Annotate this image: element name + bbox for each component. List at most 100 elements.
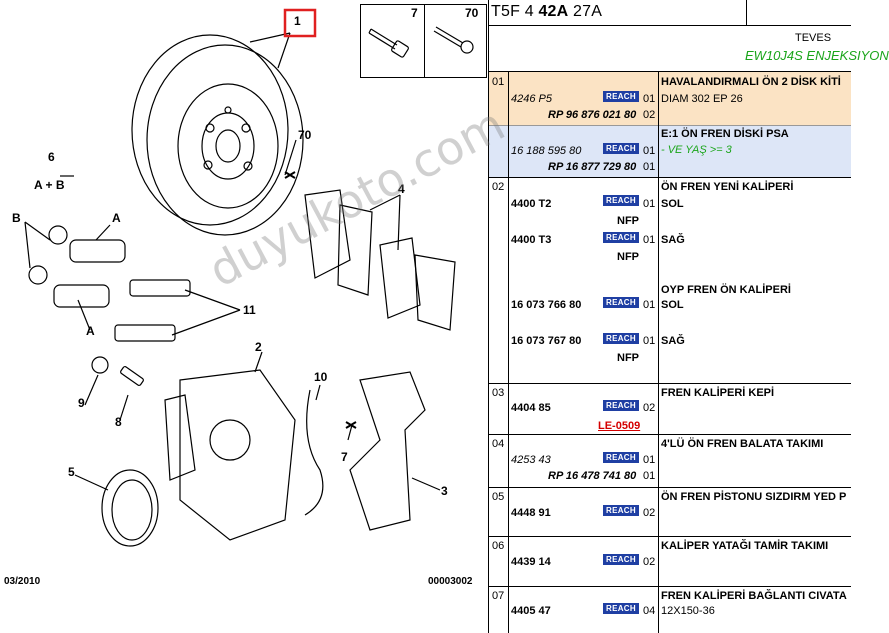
brake-pad-3: [379, 237, 421, 319]
part-qty: 02: [643, 402, 656, 414]
callout-a1: A: [112, 211, 121, 225]
part-code[interactable]: 4404 85: [511, 402, 551, 414]
diagram-code: 00003002: [428, 576, 473, 587]
part-qty: 01: [643, 454, 656, 466]
le-link[interactable]: LE-0509: [598, 420, 641, 432]
brake-disc-outer: [131, 34, 289, 226]
part-rp-ref[interactable]: RP 96 876 021 80: [548, 109, 637, 121]
group-05: 05: [492, 491, 505, 503]
bleeder-screw: [120, 366, 144, 386]
callout-2[interactable]: 2: [255, 340, 262, 354]
part-code[interactable]: 4400 T2: [511, 198, 552, 210]
parts-header: T5F 4 42A 27A: [489, 0, 851, 26]
part-desc: FREN KALİPERİ BAĞLANTI CIVATA: [661, 590, 847, 602]
row-highlight-blue: [489, 125, 851, 177]
brake-pad-1: [304, 189, 351, 279]
callout-6-ab: A + B: [34, 178, 65, 192]
guide-boot-a1: [69, 239, 126, 263]
part-condition: - VE YAŞ >= 3: [661, 144, 732, 156]
part-code[interactable]: 4405 47: [511, 605, 551, 617]
part-desc: FREN KALİPERİ KEPİ: [661, 387, 775, 399]
reach-badge: REACH: [603, 232, 639, 243]
part-code[interactable]: 4253 43: [511, 454, 551, 466]
callout-1[interactable]: 1: [294, 14, 301, 28]
group-07: 07: [492, 590, 505, 602]
caliper-bracket: [349, 371, 426, 531]
part-qty: 02: [643, 507, 656, 519]
part-side: SOL: [661, 198, 684, 210]
brake-pad-4: [414, 254, 456, 331]
group-04: 04: [492, 438, 505, 450]
piston-seal: [101, 469, 159, 547]
part-spec: DIAM 302 EP 26: [661, 93, 743, 105]
part-qty: 04: [643, 605, 656, 617]
callout-70[interactable]: 70: [298, 128, 312, 142]
part-side: SAĞ: [661, 234, 685, 246]
reach-badge: REACH: [603, 297, 639, 308]
group-06: 06: [492, 540, 505, 552]
guide-boot-a2: [53, 284, 110, 308]
caliper-body: [179, 369, 296, 541]
callout-6[interactable]: 6: [48, 150, 55, 164]
part-qty: 01: [643, 161, 656, 173]
reach-badge: REACH: [603, 143, 639, 154]
nfp-flag: NFP: [617, 251, 639, 263]
callout-5[interactable]: 5: [68, 465, 75, 479]
part-code[interactable]: 16 188 595 80: [511, 145, 582, 157]
callout-7[interactable]: 7: [341, 450, 348, 464]
callout-b: B: [12, 211, 21, 225]
callout-9[interactable]: 9: [78, 396, 85, 410]
bleeder-cap: [91, 356, 109, 374]
part-qty: 01: [643, 234, 656, 246]
engine-label: EW10J4S ENJEKSIYON: [745, 48, 889, 63]
part-desc: E:1 ÖN FREN DİSKİ PSA: [661, 128, 789, 140]
callout-3[interactable]: 3: [441, 484, 448, 498]
exploded-diagram: 1 2 3 4 5 6 A + B 7 8 9 10 11 70 A A B 0…: [4, 4, 487, 587]
guide-pin-2: [114, 324, 176, 342]
part-spec: 12X150-36: [661, 605, 715, 617]
part-desc: KALİPER YATAĞI TAMİR TAKIMI: [661, 540, 829, 552]
callout-4[interactable]: 4: [398, 182, 405, 196]
part-qty: 02: [643, 556, 656, 568]
callout-1-highlight: [283, 8, 317, 38]
callout-11[interactable]: 11: [243, 303, 256, 317]
brake-disc-front: [146, 44, 304, 236]
thumb-label-7: 7: [411, 6, 418, 20]
bolt-icon: [368, 26, 474, 58]
group-02: 02: [492, 181, 505, 193]
group-01: 01: [492, 76, 505, 88]
spring-clip: [304, 389, 324, 516]
row-highlight-orange: [489, 71, 851, 125]
part-code[interactable]: 4400 T3: [511, 234, 552, 246]
guide-pin-1: [129, 279, 191, 297]
reach-badge: REACH: [603, 195, 639, 206]
brand-label: TEVES: [795, 32, 832, 44]
part-qty: 02: [643, 109, 656, 121]
part-side: SOL: [661, 299, 684, 311]
part-code[interactable]: 4448 91: [511, 507, 551, 519]
part-side: SAĞ: [661, 335, 685, 347]
reach-badge: REACH: [603, 554, 639, 565]
part-code[interactable]: 4246 P5: [511, 93, 552, 105]
callout-10[interactable]: 10: [314, 370, 328, 384]
part-qty: 01: [643, 335, 656, 347]
group-03: 03: [492, 387, 505, 399]
parts-list-panel: T5F 4 42A 27A TEVES EW10J4S ENJEKSIYON 0…: [488, 0, 889, 633]
part-qty: 01: [643, 93, 656, 105]
part-desc: OYP FREN ÖN KALİPERİ: [661, 284, 791, 296]
part-code[interactable]: 16 073 766 80: [511, 299, 582, 311]
diagram-ref-title: T5F 4 42A 27A: [491, 3, 603, 20]
part-desc: ÖN FREN PİSTONU SIZDIRM YED P: [661, 491, 847, 503]
reach-badge: REACH: [603, 400, 639, 411]
part-desc: HAVALANDIRMALI ÖN 2 DİSK KİTİ: [661, 76, 841, 88]
part-rp-ref[interactable]: RP 16 877 729 80: [548, 161, 637, 173]
nfp-flag: NFP: [617, 215, 639, 227]
thumb-label-70: 70: [465, 6, 479, 20]
part-code[interactable]: 16 073 767 80: [511, 335, 582, 347]
part-desc: ÖN FREN YENİ KALİPERİ: [661, 181, 794, 193]
callout-8[interactable]: 8: [115, 415, 122, 429]
part-rp-ref[interactable]: RP 16 478 741 80: [548, 470, 637, 482]
part-code[interactable]: 4439 14: [511, 556, 551, 568]
callout-a2: A: [86, 324, 95, 338]
part-qty: 01: [643, 198, 656, 210]
